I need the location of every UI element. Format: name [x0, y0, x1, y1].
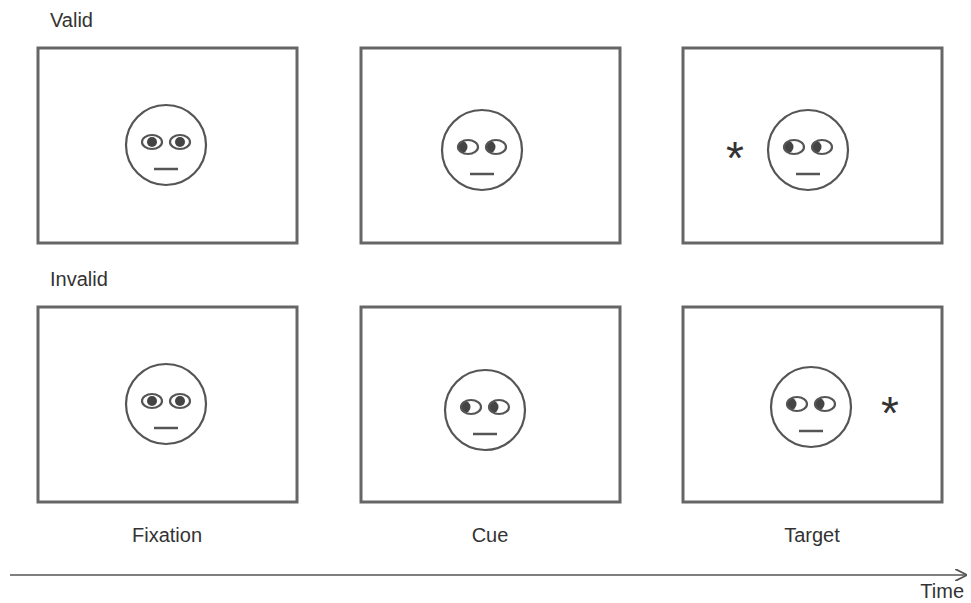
screen-panel: [683, 307, 942, 502]
screen-panel: [38, 307, 297, 502]
screen-panel: [38, 48, 297, 243]
row-heading: Invalid: [50, 268, 108, 290]
face-icon: [768, 110, 848, 190]
column-label: Fixation: [132, 524, 202, 546]
time-axis: [10, 574, 966, 576]
face-icon: [126, 364, 206, 444]
axis-label: Time: [920, 580, 964, 602]
face-icon: [771, 367, 851, 447]
screen-panel: [683, 48, 942, 243]
target-asterisk: *: [726, 133, 744, 184]
column-label: Target: [784, 524, 840, 546]
target-asterisk: *: [881, 388, 899, 439]
face-icon: [445, 370, 525, 450]
row-heading: Valid: [50, 9, 93, 31]
screen-panel: [361, 48, 620, 243]
screen-panel: [361, 307, 620, 502]
face-icon: [442, 110, 522, 190]
column-label: Cue: [472, 524, 509, 546]
face-icon: [126, 105, 206, 185]
